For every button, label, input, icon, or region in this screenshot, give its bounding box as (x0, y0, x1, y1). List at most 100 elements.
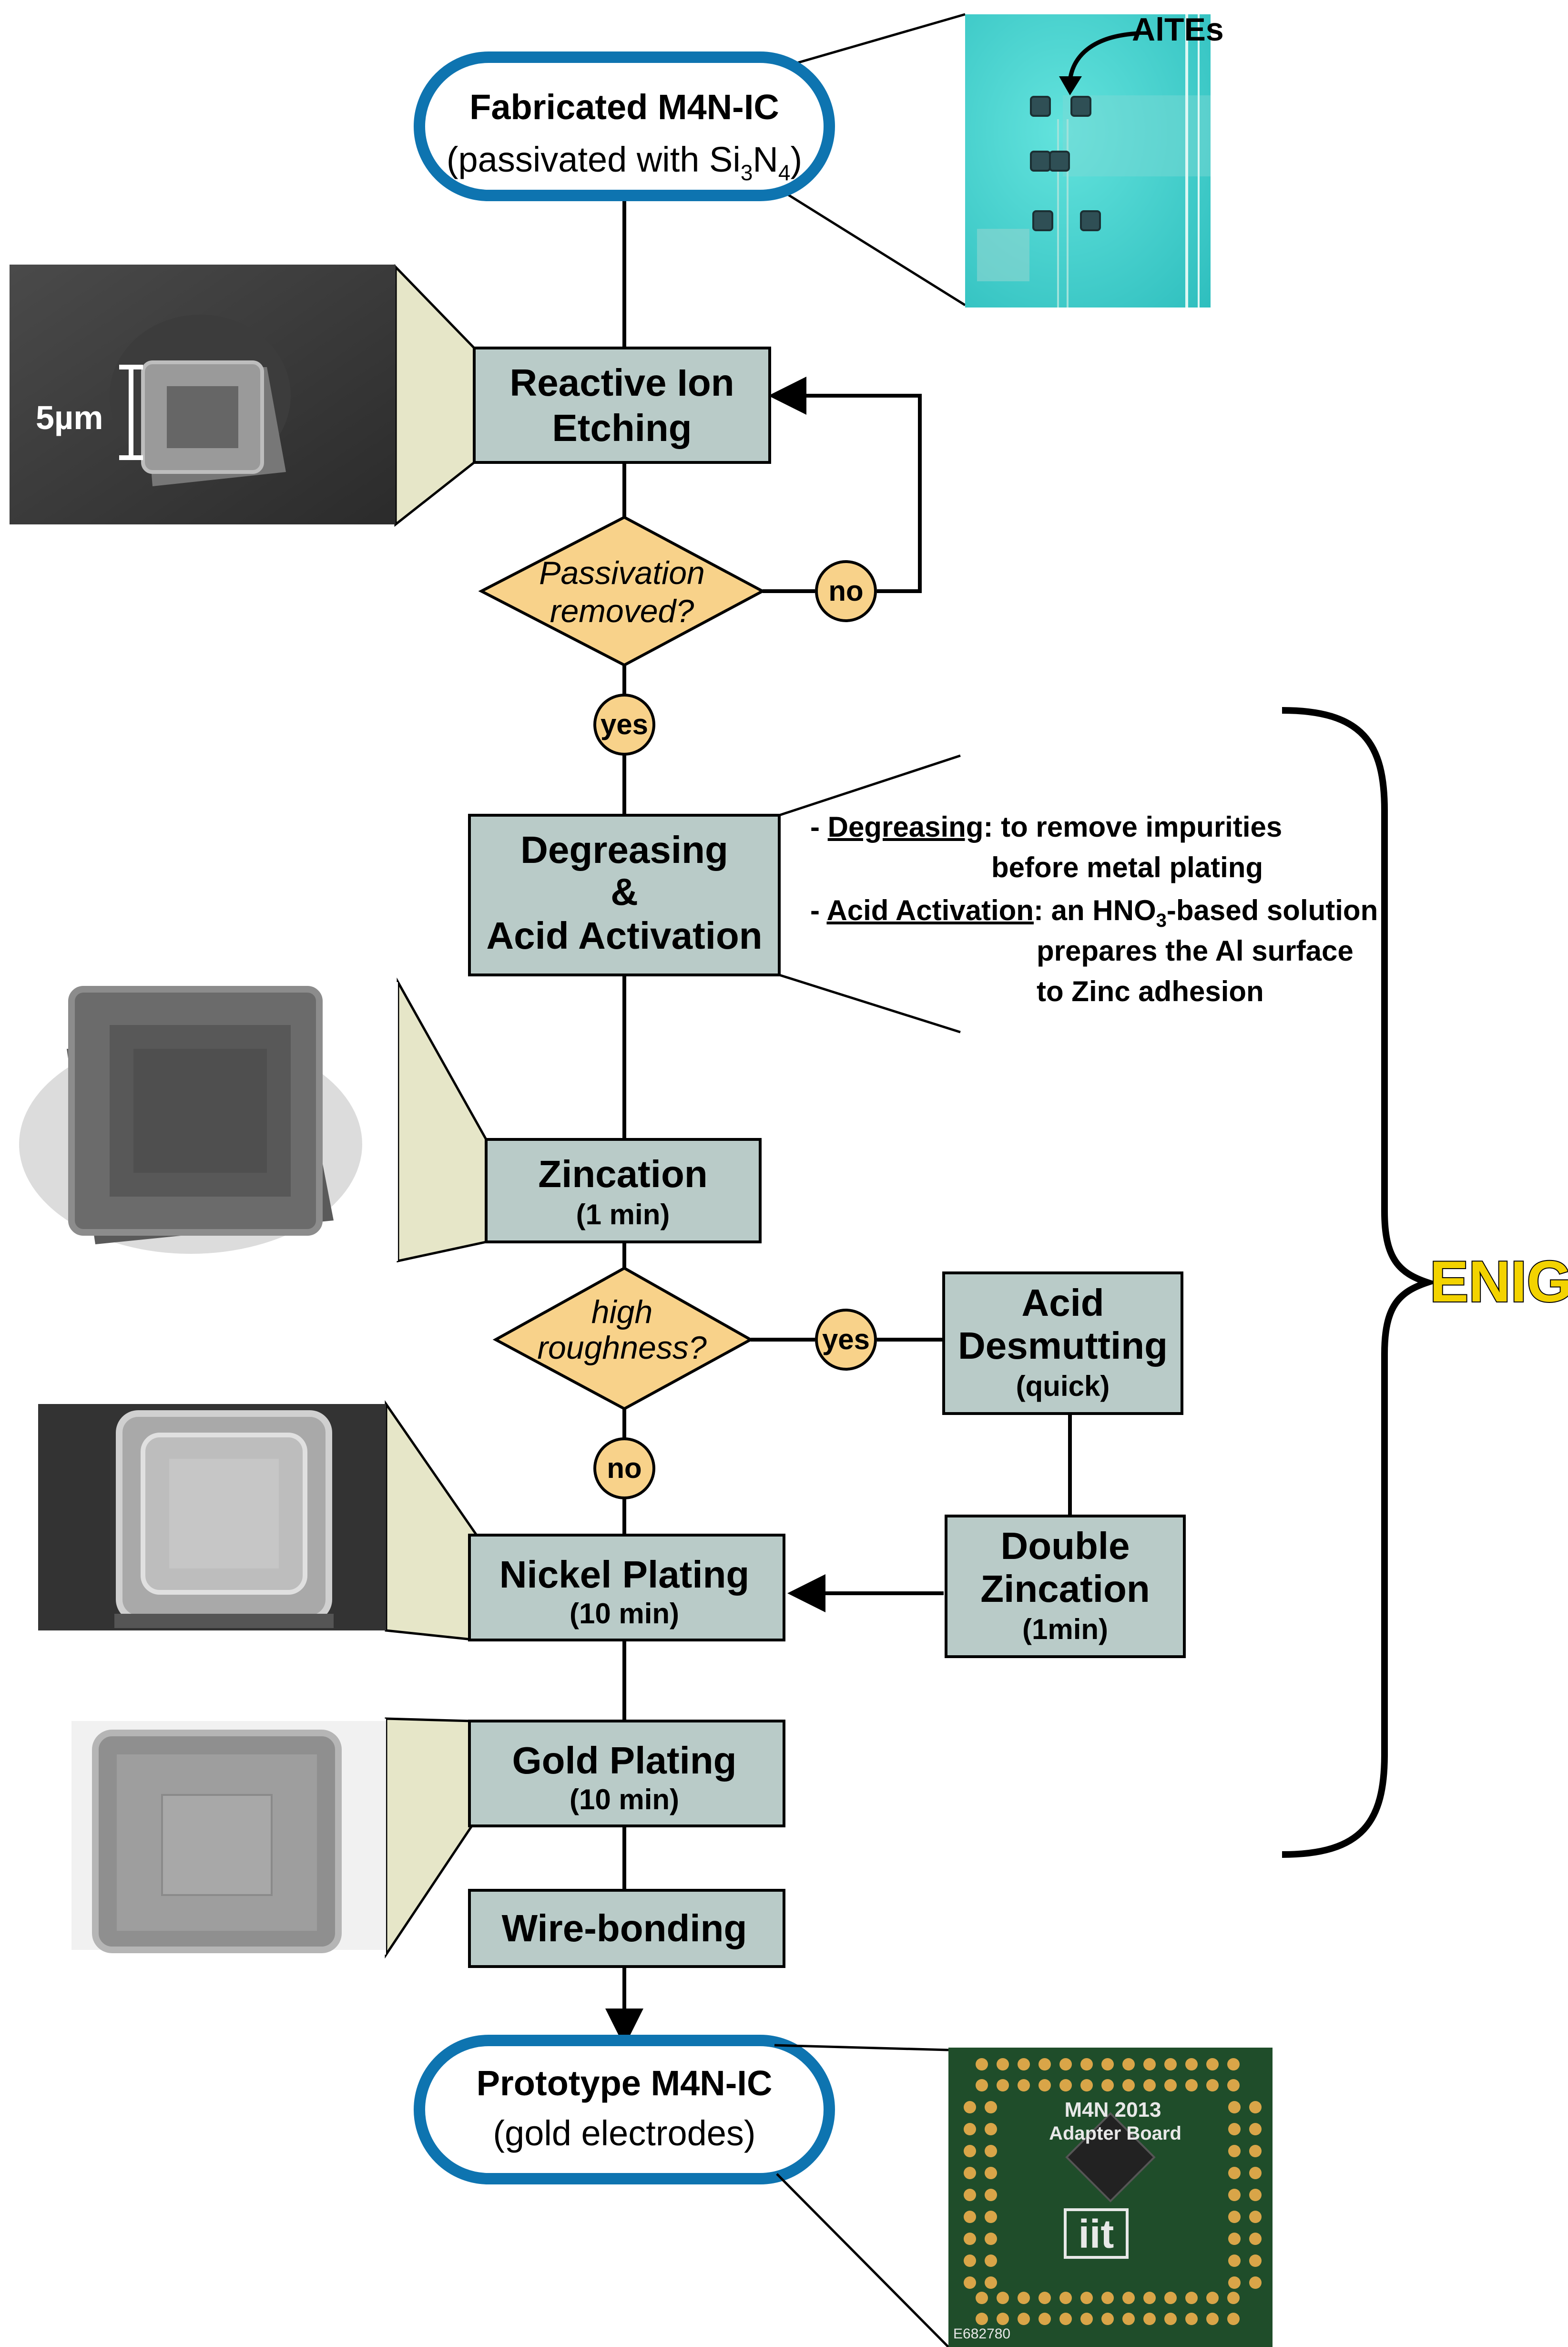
callout-zincation (397, 977, 488, 1263)
enig-label: ENIG (1430, 1249, 1568, 1314)
board-pad (985, 2167, 997, 2179)
board-pad (1249, 2276, 1262, 2289)
svg-text:yes: yes (601, 708, 648, 740)
board-pad (1228, 2211, 1241, 2223)
board-logo: iit (1079, 2212, 1114, 2256)
board-pad (976, 2313, 988, 2325)
board-pad (985, 2189, 997, 2201)
desmut-label-2: Desmutting (958, 1324, 1168, 1367)
start-title: Fabricated M4N-IC (469, 87, 779, 127)
board-pad (1039, 2079, 1051, 2091)
board-pad (976, 2058, 988, 2070)
zincation-label: Zincation (538, 1153, 708, 1195)
board-pad (1249, 2189, 1262, 2201)
note-acid-2: prepares the Al surface (1037, 935, 1354, 967)
board-pad (1185, 2313, 1198, 2325)
board-pad (985, 2101, 997, 2113)
board-pad (964, 2145, 976, 2157)
double-label-1: Double (1000, 1525, 1130, 1567)
board-pad (964, 2276, 976, 2289)
gold-time: (10 min) (570, 1783, 679, 1815)
board-pad (1206, 2313, 1219, 2325)
badge-yes-2: yes (815, 1309, 877, 1371)
board-pad (1249, 2233, 1262, 2245)
nickel-time: (10 min) (570, 1598, 679, 1630)
decision1-label-2: removed? (550, 593, 694, 629)
board-pad (1164, 2079, 1177, 2091)
degrease-step: Degreasing & Acid Activation (468, 814, 781, 976)
board-pad (1164, 2292, 1177, 2304)
board-pad (985, 2233, 997, 2245)
board-label-1: M4N 2013 (1064, 2098, 1161, 2122)
curly-brace-icon (1282, 707, 1438, 1858)
board-pad (1080, 2058, 1093, 2070)
double-label-3: (1min) (1022, 1613, 1108, 1645)
badge-yes-1: yes (593, 694, 655, 756)
board-pad (1228, 2101, 1241, 2113)
board-pad (1143, 2313, 1156, 2325)
board-pad (1228, 2276, 1241, 2289)
board-pad (1249, 2167, 1262, 2179)
board-photo: M4N 2013 Adapter Board iit E682780 (774, 2044, 1273, 2347)
decision-passivation: Passivation removed? (478, 515, 766, 667)
board-pad (1039, 2313, 1051, 2325)
rie-label-1: Reactive Ion (509, 361, 734, 404)
decision1-label-1: Passivation (539, 555, 705, 591)
board-pad (1206, 2058, 1219, 2070)
decision-roughness: high roughness? (492, 1266, 754, 1411)
board-pad (1101, 2058, 1114, 2070)
note-acid-1: - Acid Activation: an HNO3-based solutio… (810, 894, 1378, 931)
board-pad (997, 2292, 1009, 2304)
badge-no-2: no (593, 1437, 655, 1499)
board-pad (1249, 2211, 1262, 2223)
board-pad (985, 2145, 997, 2157)
board-pad (1227, 2313, 1240, 2325)
board-pad (1228, 2123, 1241, 2135)
board-pad (1101, 2079, 1114, 2091)
board-pad (964, 2189, 976, 2201)
board-pad (1122, 2079, 1135, 2091)
board-pad (1185, 2292, 1198, 2304)
connectors (605, 191, 1072, 2047)
board-pad (1018, 2058, 1030, 2070)
board-pad (1143, 2292, 1156, 2304)
svg-text:no: no (607, 1452, 641, 1484)
board-pad (1018, 2292, 1030, 2304)
decision2-label-1: high (591, 1294, 653, 1330)
board-pad (1080, 2313, 1093, 2325)
board-pad (1206, 2079, 1219, 2091)
board-pad (985, 2211, 997, 2223)
rie-step: Reactive Ion Etching (473, 347, 771, 464)
board-pad (1143, 2079, 1156, 2091)
start-terminal: Fabricated M4N-IC (passivated with Si3N4… (414, 51, 835, 201)
board-pad (1249, 2255, 1262, 2267)
degrease-label-1: Degreasing (520, 829, 728, 871)
board-pad (1228, 2145, 1241, 2157)
degrease-notes: - Degreasing: to remove impurities befor… (779, 754, 1378, 1034)
zincation-time: (1 min) (576, 1199, 670, 1230)
note-degreasing-2: before metal plating (991, 851, 1263, 883)
board-pad (1122, 2292, 1135, 2304)
board-pad (964, 2123, 976, 2135)
board-pad (964, 2233, 976, 2245)
board-pad (1185, 2079, 1198, 2091)
board-pad (997, 2313, 1009, 2325)
decision2-label-2: roughness? (537, 1330, 707, 1366)
end-subtitle: (gold electrodes) (493, 2113, 755, 2153)
note-degreasing-1: - Degreasing: to remove impurities (810, 811, 1282, 843)
start-subtitle: (passivated with Si3N4) (447, 140, 802, 185)
board-code: E682780 (953, 2326, 1010, 2342)
board-pad (1206, 2292, 1219, 2304)
board-pad (1101, 2313, 1114, 2325)
sem-image-4 (67, 1719, 386, 1955)
enig-brace: ENIG (1282, 707, 1568, 1858)
board-pad (976, 2292, 988, 2304)
board-pad (985, 2255, 997, 2267)
board-pad (1228, 2233, 1241, 2245)
electrode-pads (1030, 96, 1101, 231)
board-pad (997, 2058, 1009, 2070)
end-title: Prototype M4N-IC (477, 2063, 773, 2103)
sem-image-2 (10, 982, 398, 1261)
desmut-label-1: Acid (1021, 1281, 1104, 1324)
board-pad (1227, 2058, 1240, 2070)
